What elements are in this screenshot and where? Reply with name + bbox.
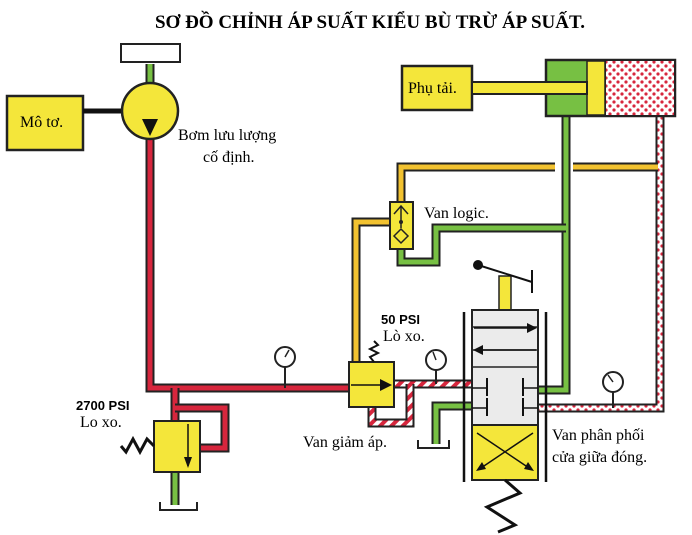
pump-arrow-icon	[142, 119, 158, 136]
relief-valve[interactable]: 2700 PSI Lo xo.	[76, 398, 201, 511]
page-title: SƠ ĐỒ CHỈNH ÁP SUẤT KIỂU BÙ TRỪ ÁP SUẤT.	[155, 11, 585, 33]
motor[interactable]: Mô tơ.	[5, 94, 122, 152]
reducing-pressure: 50 PSI	[381, 312, 420, 327]
load-label: Phụ tải.	[408, 80, 457, 97]
pump-label-2: cố định.	[203, 149, 255, 166]
reduced-pressure-line	[367, 379, 472, 428]
pump-label-1: Bơm lưu lượng	[178, 127, 276, 144]
load[interactable]: Phụ tải.	[400, 64, 474, 112]
pressure-line	[145, 135, 349, 453]
gauge-reduced-line	[425, 349, 447, 384]
directional-valve[interactable]: Van phân phối cửa giữa đóng.	[462, 260, 647, 534]
cap-end-line	[538, 116, 665, 413]
motor-icon	[5, 94, 85, 152]
relief-pressure: 2700 PSI	[76, 398, 130, 413]
logic-valve[interactable]: Van logic.	[389, 201, 489, 250]
tank-icon	[159, 502, 198, 511]
relief-valve-icon	[153, 420, 201, 473]
gauge-pressure-line	[274, 346, 296, 388]
cylinder-cap-chamber	[605, 61, 674, 115]
piston-rod	[471, 81, 588, 95]
tank-icon	[417, 440, 450, 449]
logic-valve-label: Van logic.	[424, 205, 489, 222]
lever-icon[interactable]	[477, 264, 533, 283]
reservoir-box	[120, 43, 181, 63]
reducing-valve[interactable]: 50 PSI Lò xo. Van giảm áp.	[303, 312, 425, 451]
piston	[586, 60, 606, 116]
lever-stem	[498, 275, 512, 311]
motor-label: Mô tơ.	[20, 114, 63, 131]
pump[interactable]: Bơm lưu lượng cố định.	[120, 81, 276, 166]
pump-icon	[120, 81, 180, 141]
spring-icon	[367, 340, 381, 363]
spring-icon	[119, 435, 156, 456]
gauge-cap-line	[602, 371, 624, 408]
relief-spring-label: Lo xo.	[80, 414, 122, 431]
spring-icon	[483, 478, 523, 534]
reducing-spring-label: Lò xo.	[383, 328, 425, 345]
return-lines	[145, 64, 571, 505]
directional-valve-label-2: cửa giữa đóng.	[552, 449, 647, 466]
directional-valve-label-1: Van phân phối	[552, 427, 645, 444]
reducing-valve-label: Van giảm áp.	[303, 434, 387, 451]
pilot-lines	[351, 162, 658, 362]
load-box	[400, 64, 474, 112]
cylinder	[471, 58, 677, 118]
